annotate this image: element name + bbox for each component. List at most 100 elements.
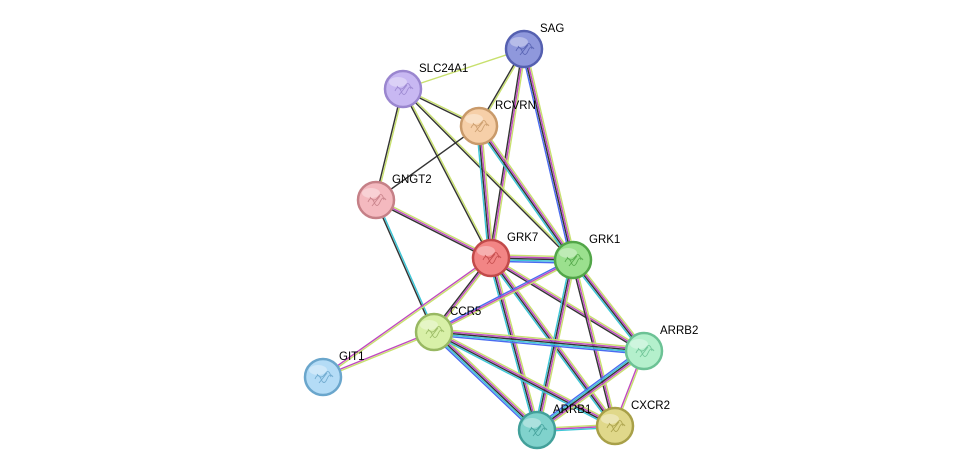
edge-line — [524, 48, 575, 261]
edge-line — [480, 123, 576, 260]
edge-rcvrn-gngt2[interactable] — [375, 125, 480, 201]
edge-line — [434, 260, 575, 335]
node-highlight — [309, 365, 327, 375]
node-label: CXCR2 — [631, 400, 670, 412]
node-sag[interactable]: SAG — [504, 23, 564, 69]
node-rcvrn[interactable]: RCVRN — [459, 100, 536, 146]
edge-line — [480, 125, 495, 259]
edge-line — [403, 87, 493, 259]
edge-grk1-ccr5[interactable] — [432, 257, 575, 335]
protein-structure-icon — [394, 83, 414, 96]
edge-line — [433, 332, 645, 354]
node-label: SAG — [540, 23, 564, 35]
edge-line — [537, 351, 646, 432]
edge-line — [489, 258, 644, 354]
edge-line — [490, 48, 525, 259]
edge-line — [535, 349, 644, 430]
edge-line — [375, 125, 480, 201]
edge-line — [433, 330, 617, 426]
edge-line — [432, 332, 537, 432]
edge-line — [570, 260, 643, 354]
edge-line — [374, 199, 434, 334]
edge-line — [431, 333, 536, 434]
node-highlight — [420, 320, 438, 330]
edge-sag-grk7[interactable] — [488, 48, 527, 259]
node-slc24a1[interactable]: SLC24A1 — [383, 63, 468, 109]
edge-grk7-git1[interactable] — [321, 256, 493, 379]
node-circle — [303, 357, 343, 397]
protein-structure-icon — [635, 345, 655, 358]
node-label: RCVRN — [495, 100, 536, 112]
edge-line — [433, 259, 574, 333]
edge-slc24a1-grk7[interactable] — [401, 87, 493, 260]
edge-line — [475, 125, 490, 259]
edge-line — [478, 124, 575, 261]
edge-sag-slc24a1[interactable] — [402, 48, 525, 90]
node-highlight — [559, 248, 577, 258]
node-highlight — [523, 418, 541, 428]
edge-line — [477, 125, 574, 262]
node-label: CCR5 — [450, 306, 481, 318]
edge-grk1-arrb2[interactable] — [570, 257, 647, 354]
edge-sag-grk1[interactable] — [520, 47, 577, 262]
edge-line — [571, 259, 645, 353]
edge-line — [573, 258, 618, 427]
edge-ccr5-git1[interactable] — [321, 330, 436, 379]
edge-ccr5-arrb2[interactable] — [433, 328, 645, 355]
edge-line — [476, 126, 572, 263]
node-label: GIT1 — [339, 351, 365, 363]
node-git1[interactable]: GIT1 — [303, 351, 365, 397]
protein-structure-icon — [606, 420, 626, 433]
node-label: SLC24A1 — [419, 63, 468, 75]
edge-gngt2-grk7[interactable] — [374, 197, 493, 261]
node-circle — [383, 69, 423, 109]
node-circle — [356, 180, 396, 220]
edge-grk7-arrb2[interactable] — [489, 255, 646, 354]
edge-line — [402, 48, 525, 90]
node-highlight — [362, 188, 380, 198]
edge-line — [434, 330, 539, 430]
edge-line — [534, 347, 643, 429]
edge-grk7-arrb1[interactable] — [487, 256, 541, 432]
protein-structure-icon — [515, 43, 535, 56]
node-grk1[interactable]: GRK1 — [553, 234, 620, 280]
edge-rcvrn-grk1[interactable] — [476, 123, 576, 263]
node-grk7[interactable]: GRK7 — [471, 232, 538, 278]
edge-line — [433, 328, 645, 349]
edge-arrb2-arrb1[interactable] — [534, 347, 647, 434]
protein-structure-icon — [564, 254, 584, 267]
node-arrb2[interactable]: ARRB2 — [624, 325, 698, 371]
edge-line — [432, 257, 573, 332]
edge-rcvrn-grk7[interactable] — [475, 125, 495, 259]
protein-structure-icon — [425, 326, 445, 339]
edge-line — [376, 197, 493, 258]
protein-structure-icon — [470, 120, 490, 133]
edge-line — [491, 257, 539, 431]
node-cxcr2[interactable]: CXCR2 — [595, 400, 670, 446]
edge-line — [488, 48, 524, 259]
edge-slc24a1-grk1[interactable] — [401, 87, 575, 262]
protein-structure-icon — [314, 371, 334, 384]
node-label: ARRB2 — [660, 325, 698, 337]
node-label: GNGT2 — [392, 174, 432, 186]
edge-gngt2-ccr5[interactable] — [374, 198, 436, 334]
node-circle — [459, 106, 499, 146]
node-highlight — [465, 114, 483, 124]
node-circle — [595, 406, 635, 446]
edge-line — [572, 258, 646, 352]
edge-line — [538, 352, 647, 434]
node-arrb1[interactable]: ARRB1 — [517, 404, 591, 450]
edge-line — [433, 331, 645, 352]
node-label: ARRB1 — [553, 404, 591, 416]
node-highlight — [477, 246, 495, 256]
edge-line — [434, 329, 617, 425]
edge-line — [321, 256, 492, 378]
node-gngt2[interactable]: GNGT2 — [356, 174, 432, 220]
edge-ccr5-arrb1[interactable] — [431, 328, 540, 434]
node-circle — [553, 240, 593, 280]
node-highlight — [601, 414, 619, 424]
node-ccr5[interactable]: CCR5 — [414, 306, 481, 352]
edge-line — [525, 47, 577, 261]
edge-ccr5-cxcr2[interactable] — [432, 329, 617, 429]
protein-structure-icon — [528, 424, 548, 437]
